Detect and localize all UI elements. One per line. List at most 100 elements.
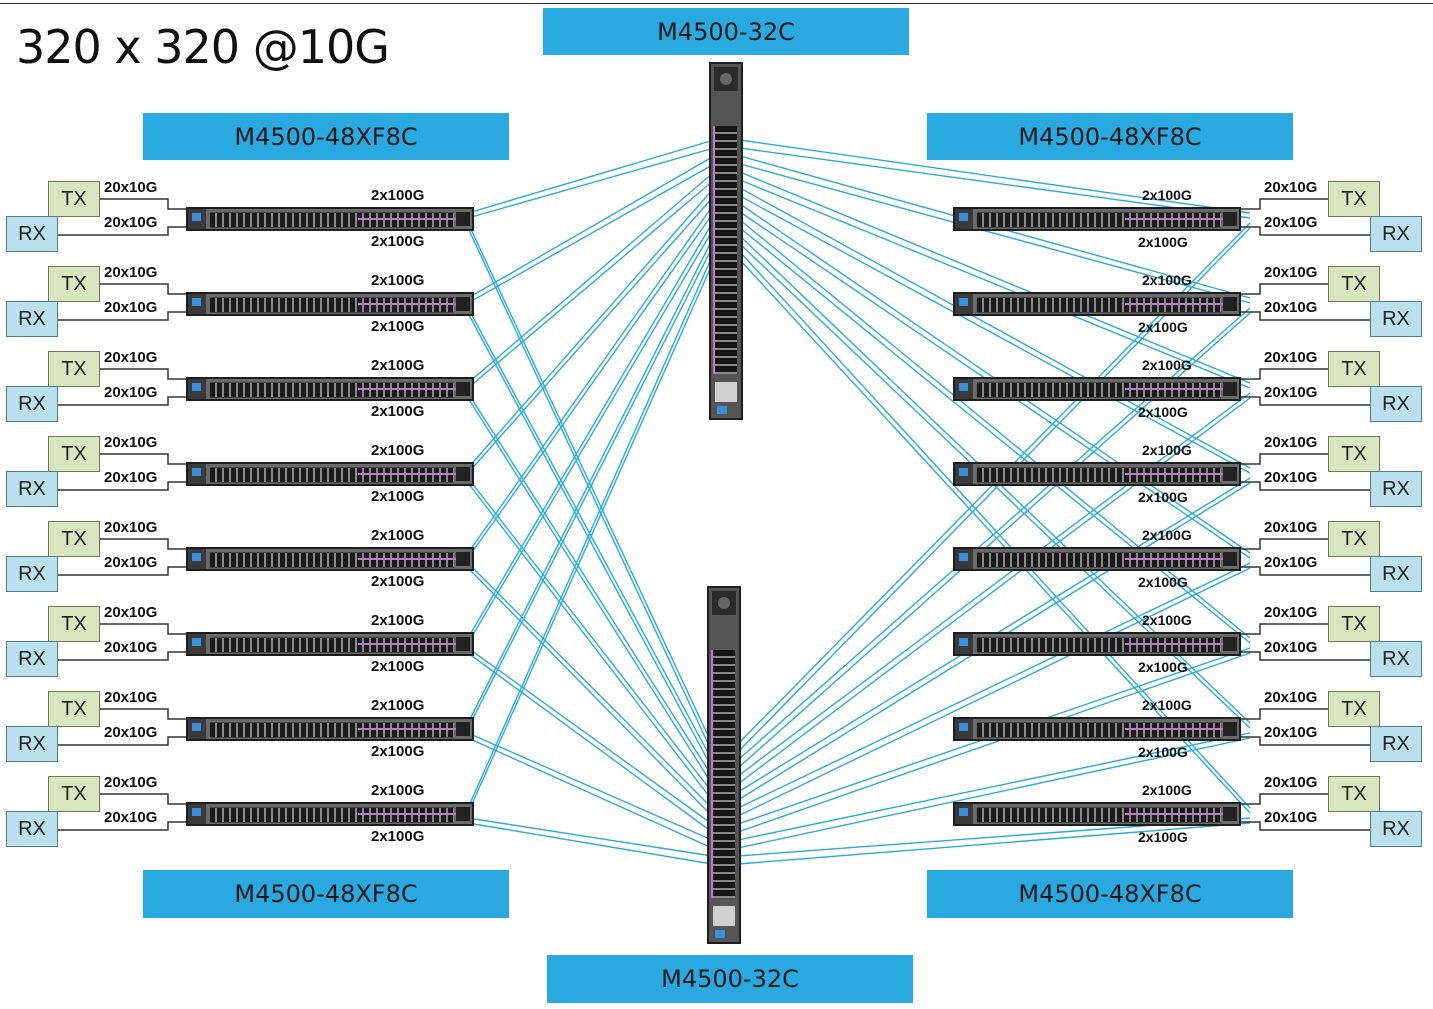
leaf-logo-icon (959, 298, 968, 306)
spine-bottom-header: M4500-32C (547, 955, 913, 1003)
uplink-label-lower-left-5: 2x100G (371, 573, 425, 590)
uplink-cable-left-bottom (467, 222, 713, 745)
leaf-switch-right-4 (953, 462, 1241, 486)
leaf-switch-left-1 (186, 207, 474, 231)
rx-box-left-8: RX (6, 811, 58, 847)
uplink-cable-left-top (467, 155, 715, 299)
leaf-mgmt-panel (188, 804, 206, 824)
access-cable-rx-right-6 (1241, 651, 1370, 661)
rx-box-right-3: RX (1370, 386, 1422, 422)
uplink-cable-left-top (467, 203, 715, 554)
access-cable-rx-left-4 (58, 481, 186, 491)
uplink-cable-right-top (739, 251, 1251, 809)
access-link-label-rx-right-4: 20x10G (1264, 469, 1318, 486)
uplink-label-upper-left-2: 2x100G (371, 272, 425, 289)
uplink-label-upper-left-8: 2x100G (371, 782, 425, 799)
access-link-label-rx-right-5: 20x10G (1264, 554, 1318, 571)
uplink-cable-left-top (467, 251, 715, 809)
uplink-label-upper-left-1: 2x100G (371, 187, 425, 204)
leaf-port-stripe (1125, 218, 1225, 220)
uplink-label-lower-left-1: 2x100G (371, 233, 425, 250)
leaf-uplink-ports (1223, 722, 1237, 736)
leaf-port-block (210, 722, 454, 738)
access-link-label-rx-right-7: 20x10G (1264, 724, 1318, 741)
uplink-label-upper-left-4: 2x100G (371, 442, 425, 459)
access-link-label-tx-right-1: 20x10G (1264, 179, 1318, 196)
uplink-cable-right-bottom (737, 737, 1251, 849)
uplink-cable-left-bottom (467, 477, 713, 793)
uplink-label-lower-right-5: 2x100G (1138, 574, 1188, 590)
rx-box-left-2: RX (6, 301, 58, 337)
uplink-label-lower-left-3: 2x100G (371, 403, 425, 420)
spine-bottom-mgmt (712, 591, 736, 615)
access-link-label-tx-left-5: 20x10G (104, 519, 158, 536)
leaf-logo-icon (959, 213, 968, 221)
spine-bottom-port-strip (711, 650, 713, 898)
uplink-cable-left-top (467, 171, 715, 384)
leaf-switch-right-2 (953, 292, 1241, 316)
uplink-cable-left-top (467, 211, 715, 559)
tx-box-left-6: TX (48, 606, 100, 642)
uplink-cable-right-top (739, 195, 1251, 474)
leaf-port-block (210, 637, 454, 653)
access-link-label-rx-left-2: 20x10G (104, 299, 158, 316)
leaf-logo-icon (959, 808, 968, 816)
uplink-cable-left-bottom (467, 482, 713, 801)
leaf-switch-right-8 (953, 802, 1241, 826)
rx-box-left-7: RX (6, 726, 58, 762)
access-link-label-rx-left-3: 20x10G (104, 384, 158, 401)
spine-top-port-strip (713, 126, 715, 374)
uplink-label-upper-right-3: 2x100G (1142, 357, 1192, 373)
access-cable-tx-right-8 (1241, 793, 1328, 805)
uplink-label-lower-left-4: 2x100G (371, 488, 425, 505)
uplink-cable-left-top (467, 243, 715, 729)
leaf-mgmt-panel (188, 209, 206, 229)
access-link-label-tx-right-4: 20x10G (1264, 434, 1318, 451)
leaf-mgmt-panel (955, 379, 973, 399)
leaf-port-block (977, 637, 1221, 653)
uplink-cable-right-bottom (737, 732, 1251, 841)
uplink-label-lower-left-8: 2x100G (371, 828, 425, 845)
leaf-port-stripe (358, 218, 458, 220)
tx-box-right-5: TX (1328, 521, 1380, 557)
access-cable-tx-left-6 (100, 623, 186, 635)
uplink-label-lower-left-7: 2x100G (371, 743, 425, 760)
top-border-line (0, 3, 1433, 4)
leaf-uplink-ports (1223, 212, 1237, 226)
uplink-label-upper-right-8: 2x100G (1142, 782, 1192, 798)
leaf-mgmt-panel (955, 549, 973, 569)
access-link-label-rx-left-7: 20x10G (104, 724, 158, 741)
rx-box-right-4: RX (1370, 471, 1422, 507)
uplink-cable-left-top (467, 195, 715, 474)
rx-box-right-2: RX (1370, 301, 1422, 337)
rx-box-left-5: RX (6, 556, 58, 592)
access-link-label-rx-right-1: 20x10G (1264, 214, 1318, 231)
rx-box-right-6: RX (1370, 641, 1422, 677)
access-link-label-tx-left-2: 20x10G (104, 264, 158, 281)
uplink-label-upper-right-2: 2x100G (1142, 272, 1192, 288)
leaf-logo-icon (192, 723, 201, 731)
tx-box-left-4: TX (48, 436, 100, 472)
rx-box-right-1: RX (1370, 216, 1422, 252)
uplink-cable-right-top (739, 163, 1251, 304)
leaf-port-stripe (1125, 813, 1225, 815)
access-cable-tx-right-6 (1241, 623, 1328, 635)
uplink-cable-left-bottom (467, 312, 713, 769)
access-link-label-rx-left-4: 20x10G (104, 469, 158, 486)
leaf-logo-icon (192, 638, 201, 646)
leaf-port-stripe (1125, 643, 1225, 645)
leaf-mgmt-panel (188, 549, 206, 569)
tx-box-left-3: TX (48, 351, 100, 387)
leaf-uplink-ports (456, 637, 470, 651)
leaf-port-stripe (1125, 473, 1225, 475)
leaf-port-stripe (1125, 388, 1225, 390)
uplink-cable-left-top (467, 227, 715, 644)
tx-box-right-3: TX (1328, 351, 1380, 387)
access-cable-rx-left-6 (58, 651, 186, 661)
uplink-label-upper-left-5: 2x100G (371, 527, 425, 544)
leaf-switch-left-7 (186, 717, 474, 741)
leaf-mgmt-panel (955, 294, 973, 314)
leaf-switch-right-5 (953, 547, 1241, 571)
uplink-cable-left-bottom (467, 392, 713, 777)
uplink-label-upper-right-1: 2x100G (1142, 187, 1192, 203)
